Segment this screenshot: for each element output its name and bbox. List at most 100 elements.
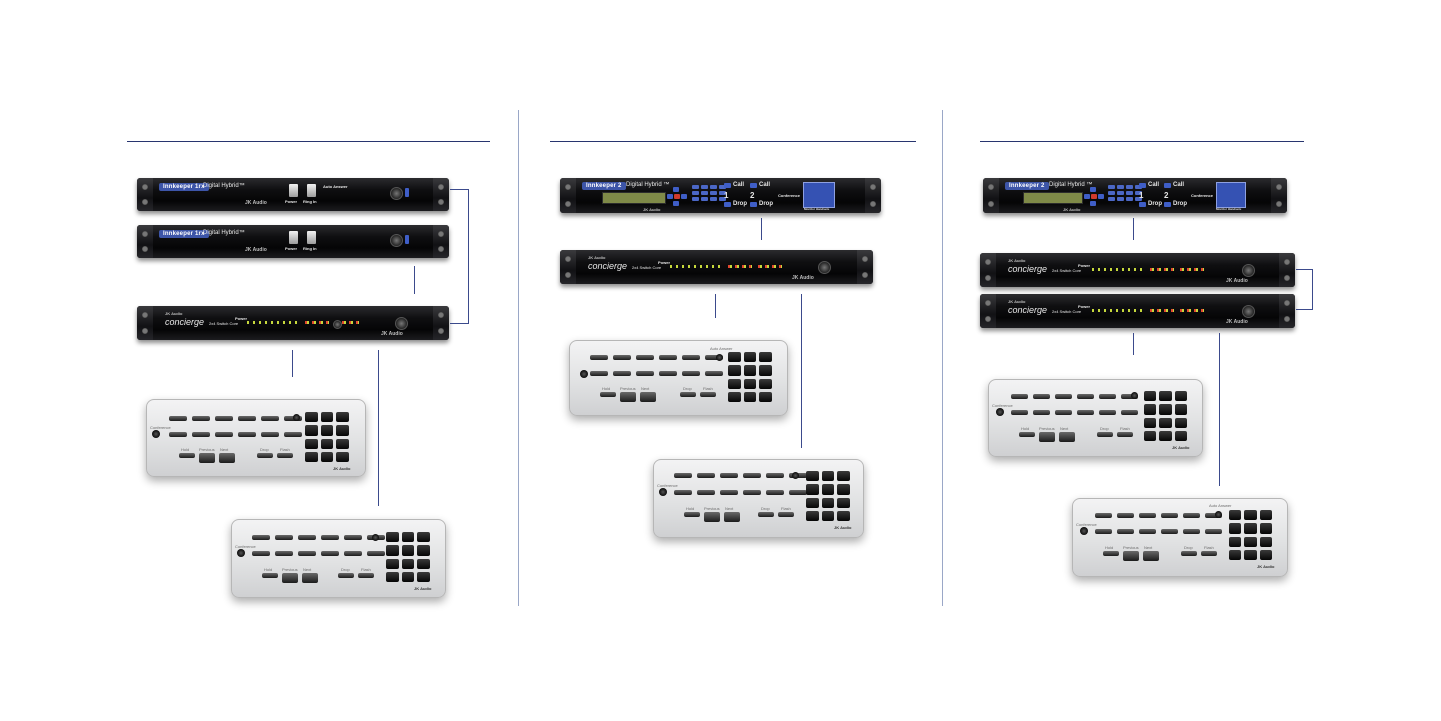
power-label: Power	[285, 199, 297, 204]
auto-answer-button	[372, 534, 379, 541]
drop-flash-row	[680, 392, 716, 397]
call-label-1: Call	[1148, 182, 1159, 188]
numeric-keypad	[728, 352, 772, 402]
control-key-row	[179, 453, 235, 463]
conference-label: Conference	[1191, 193, 1213, 198]
power-switch	[289, 231, 298, 244]
previous-label: Previous	[704, 506, 720, 511]
conference-button	[152, 430, 160, 438]
handset-panel	[803, 182, 835, 208]
volume-knob	[1242, 305, 1255, 318]
control-key-row	[262, 573, 318, 583]
subtitle-text: Digital Hybrid	[203, 183, 239, 189]
previous-label: Previous	[1123, 545, 1139, 550]
control-key-row	[600, 392, 656, 402]
line-leds	[1092, 268, 1142, 271]
subtitle-text: Digital Hybrid	[203, 230, 239, 236]
dial-keypad	[1108, 185, 1142, 201]
handset-jack	[405, 235, 409, 244]
innkeeper-1rx-unit-b: Innkeeper 1rx Digital Hybrid™ Power Ring…	[137, 225, 449, 258]
next-label: Next	[220, 447, 228, 452]
console-keypad: Auto Answer Hold Previous Next Drop Flas…	[569, 340, 788, 416]
numeric-keypad	[806, 471, 850, 521]
concierge-brand-small: JK Audio	[165, 311, 182, 316]
flash-label: Flash	[703, 386, 713, 391]
rack-ear-right	[1279, 253, 1295, 287]
drop-label-1: Drop	[1148, 201, 1162, 207]
concierge-name: concierge	[1008, 305, 1047, 315]
drop-flash-row	[1097, 432, 1133, 437]
volume-knob	[395, 317, 408, 330]
conference-button	[996, 408, 1004, 416]
nav-button	[667, 194, 673, 199]
drop-label: Drop	[761, 506, 770, 511]
brand-label: JK Audio	[245, 200, 267, 206]
conference-label: Conference	[1076, 522, 1097, 527]
model-subtitle: Digital Hybrid™	[203, 183, 245, 189]
connector-line	[1312, 269, 1313, 310]
line-key-row-bottom	[674, 490, 807, 495]
line-number-2: 2	[1164, 191, 1168, 200]
concierge-switch-core: JK Audio concierge 2x4 Switch Core Power…	[560, 250, 873, 284]
handset-jack	[405, 188, 409, 197]
conference-label: Conference	[778, 193, 800, 198]
drop-button-1	[1139, 202, 1146, 207]
rack-ear-left	[560, 178, 576, 213]
concierge-tagline: 2x4 Switch Core	[1052, 309, 1081, 314]
rack-ear-left	[980, 294, 996, 328]
nav-button-center	[674, 194, 680, 199]
line-key-row-top	[1011, 394, 1138, 399]
conference-button	[1080, 527, 1088, 535]
conference-label: Conference	[657, 483, 678, 488]
next-label: Next	[1144, 545, 1152, 550]
auto-answer-button	[716, 354, 723, 361]
connector-line	[450, 323, 469, 324]
rack-ear-right	[433, 306, 449, 340]
hold-leds	[1180, 268, 1204, 271]
drop-button-1	[724, 202, 731, 207]
column-2-rule	[550, 141, 916, 142]
console-keypad: Conference Hold Previous Next Drop Flash…	[653, 459, 864, 538]
auto-answer-label: Auto Answer	[323, 184, 348, 189]
hold-label: Hold	[1105, 545, 1113, 550]
line-key-row-bottom	[252, 551, 385, 556]
rack-ear-right	[433, 178, 449, 211]
connector-line	[468, 189, 469, 324]
console-keypad: Conference Hold Previous Next Drop Flash…	[146, 399, 366, 477]
conference-button	[659, 488, 667, 496]
power-switch	[289, 184, 298, 197]
control-key-row	[1019, 432, 1075, 442]
drop-flash-row	[338, 573, 374, 578]
status-leds	[1150, 268, 1174, 271]
drop-flash-row	[257, 453, 293, 458]
model-subtitle: Digital Hybrid™	[203, 230, 245, 236]
connector-line	[414, 266, 415, 294]
concierge-brand-small: JK Audio	[588, 255, 605, 260]
concierge-tagline: 2x4 Switch Core	[632, 265, 661, 270]
line-key-row-top	[169, 416, 302, 421]
nav-button	[1090, 201, 1096, 206]
model-badge: Innkeeper 1rx	[159, 230, 209, 238]
drop-flash-row	[758, 512, 794, 517]
brand-label: JK Audio	[792, 275, 814, 281]
next-label: Next	[303, 567, 311, 572]
hold-label: Hold	[1021, 426, 1029, 431]
line-number-1: 1	[724, 191, 728, 200]
nav-button	[673, 187, 679, 192]
brand-label: JK Audio	[1226, 319, 1248, 325]
brand-label: JK Audio	[643, 207, 660, 212]
trademark: ™	[239, 230, 245, 236]
status-leds	[1150, 309, 1174, 312]
conference-label: Conference	[992, 403, 1013, 408]
keypad-logo: JK Audio	[414, 586, 431, 591]
power-label: Power	[235, 316, 247, 321]
keypad-logo: JK Audio	[333, 466, 350, 471]
hold-label: Hold	[602, 386, 610, 391]
drop-label: Drop	[260, 447, 269, 452]
lcd-display	[1023, 192, 1083, 204]
line-key-row-bottom	[590, 371, 723, 376]
console-keypad: Conference Auto Answer Hold Previous Nex…	[1072, 498, 1288, 577]
rack-ear-left	[137, 306, 153, 340]
nav-button	[1084, 194, 1090, 199]
trademark: ™	[239, 183, 245, 189]
